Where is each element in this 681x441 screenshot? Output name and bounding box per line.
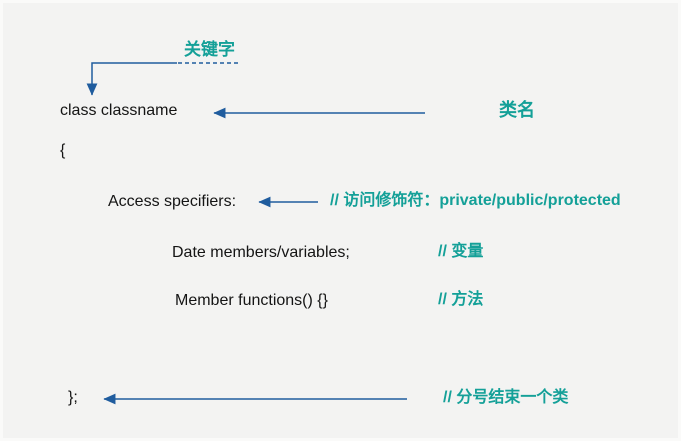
code-line-data-members: Date members/variables; [172, 244, 350, 261]
comment-data-members: // 变量 [438, 243, 484, 260]
classname-label: 类名 [499, 100, 535, 120]
code-line-close-brace: }; [68, 389, 78, 406]
code-line-open-brace: { [60, 142, 66, 159]
comment-member-functions: // 方法 [438, 291, 484, 308]
code-line-member-functions: Member functions() {} [175, 292, 328, 309]
code-line-class-declaration: class classname [60, 102, 178, 119]
keyword-label: 关键字 [184, 40, 235, 59]
keyword-arrow [86, 62, 177, 96]
code-line-access-specifiers: Access specifiers: [108, 193, 237, 210]
comment-access-specifiers: // 访问修饰符：private/public/protected [330, 192, 621, 209]
comment-close-brace: // 分号结束一个类 [443, 389, 569, 406]
